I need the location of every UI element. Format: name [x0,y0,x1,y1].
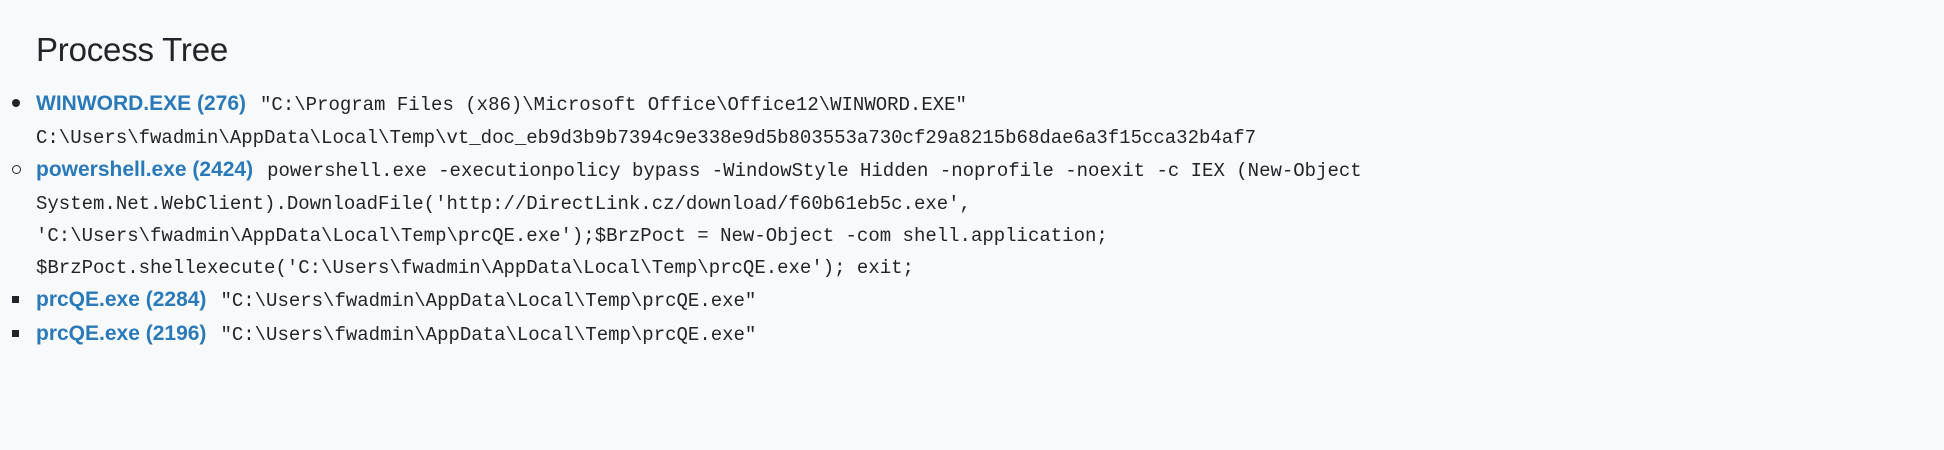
process-node-prcqe-2284[interactable]: prcQE.exe (2284) "C:\Users\fwadmin\AppDat… [12,284,1908,352]
process-commandline-prcqe-2196: "C:\Users\fwadmin\AppData\Local\Temp\prc… [220,323,757,346]
square-bullet-icon [12,284,32,316]
process-link-prcqe-2284[interactable]: prcQE.exe (2284) [36,287,207,311]
page-title: Process Tree [36,31,229,68]
process-commandline-powershell: powershell.exe -executionpolicy bypass -… [267,159,1362,182]
process-children-prcqe-2284: prcQE.exe (2196) "C:\Users\fwadmin\AppDat… [12,318,1908,352]
process-tree-panel: Process Tree WINWORD.EXE (276) "C:\Progra… [12,31,1908,352]
process-header-line: prcQE.exe (2196) "C:\Users\fwadmin\AppDat… [36,318,1908,352]
process-node-powershell[interactable]: powershell.exe (2424) powershell.exe -exe… [12,154,1908,352]
disc-bullet-icon [12,88,32,120]
process-commandline-powershell-cont-1: 'C:\Users\fwadmin\AppData\Local\Temp\prc… [36,224,1108,247]
process-children-powershell: prcQE.exe (2284) "C:\Users\fwadmin\AppDat… [12,284,1908,352]
process-header-line: WINWORD.EXE (276) "C:\Program Files (x86)… [36,88,1908,122]
square-bullet-icon [12,318,32,350]
process-commandline-winword: "C:\Program Files (x86)\Microsoft Office… [260,93,967,116]
process-commandline-winword-cont-0: C:\Users\fwadmin\AppData\Local\Temp\vt_d… [36,126,1256,149]
process-tree-root: WINWORD.EXE (276) "C:\Program Files (x86)… [12,88,1908,352]
process-header-line: prcQE.exe (2284) "C:\Users\fwadmin\AppDat… [36,284,1908,318]
process-children-winword: powershell.exe (2424) powershell.exe -exe… [12,154,1908,352]
process-commandline-powershell-cont-2: $BrzPoct.shellexecute('C:\Users\fwadmin\… [36,256,914,279]
process-link-prcqe-2196[interactable]: prcQE.exe (2196) [36,321,207,345]
process-link-powershell[interactable]: powershell.exe (2424) [36,157,254,181]
process-node-prcqe-2196[interactable]: prcQE.exe (2196) "C:\Users\fwadmin\AppDat… [12,318,1908,352]
process-link-winword[interactable]: WINWORD.EXE (276) [36,91,247,115]
circle-bullet-icon [12,154,32,186]
process-commandline-prcqe-2284: "C:\Users\fwadmin\AppData\Local\Temp\prc… [220,289,757,312]
process-header-line: powershell.exe (2424) powershell.exe -exe… [36,154,1908,188]
process-node-winword[interactable]: WINWORD.EXE (276) "C:\Program Files (x86)… [12,88,1908,352]
process-commandline-powershell-cont-0: System.Net.WebClient).DownloadFile('http… [36,192,971,215]
